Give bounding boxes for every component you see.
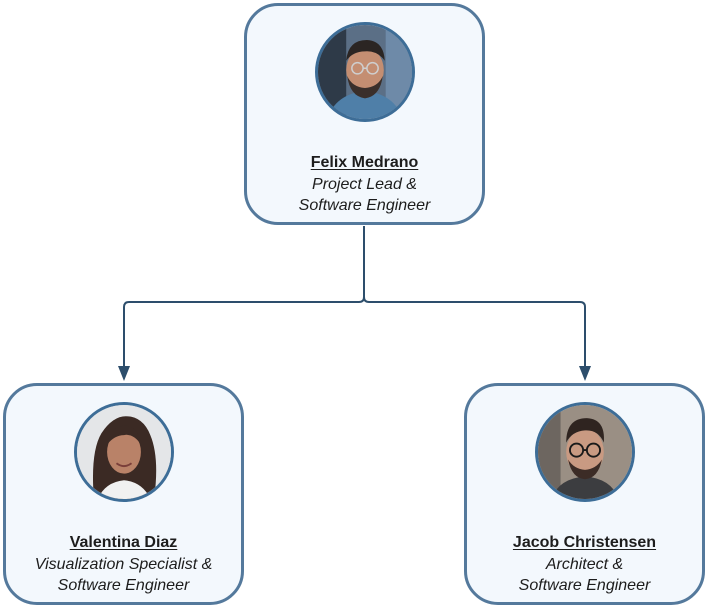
arrowhead-left	[118, 366, 130, 381]
card-jacob-christensen: Jacob Christensen Architect & Software E…	[464, 383, 705, 605]
avatar	[314, 22, 415, 122]
member-name: Valentina Diaz	[69, 534, 178, 551]
person-photo-icon	[537, 405, 632, 499]
connector-trunk	[123, 226, 365, 368]
person-photo-icon	[76, 405, 171, 499]
person-photo-icon	[317, 25, 412, 119]
member-role: Project Lead & Software Engineer	[298, 176, 431, 214]
member-name: Felix Medrano	[310, 154, 419, 171]
avatar	[73, 402, 174, 502]
member-name: Jacob Christensen	[512, 534, 657, 551]
connector-right-branch	[363, 296, 586, 368]
member-role: Architect & Software Engineer	[518, 556, 651, 594]
card-valentina-diaz: Valentina Diaz Visualization Specialist …	[3, 383, 244, 605]
arrowhead-right	[579, 366, 591, 381]
card-felix-medrano: Felix Medrano Project Lead & Software En…	[244, 3, 485, 225]
avatar	[534, 402, 635, 502]
member-role: Visualization Specialist & Software Engi…	[34, 556, 213, 594]
